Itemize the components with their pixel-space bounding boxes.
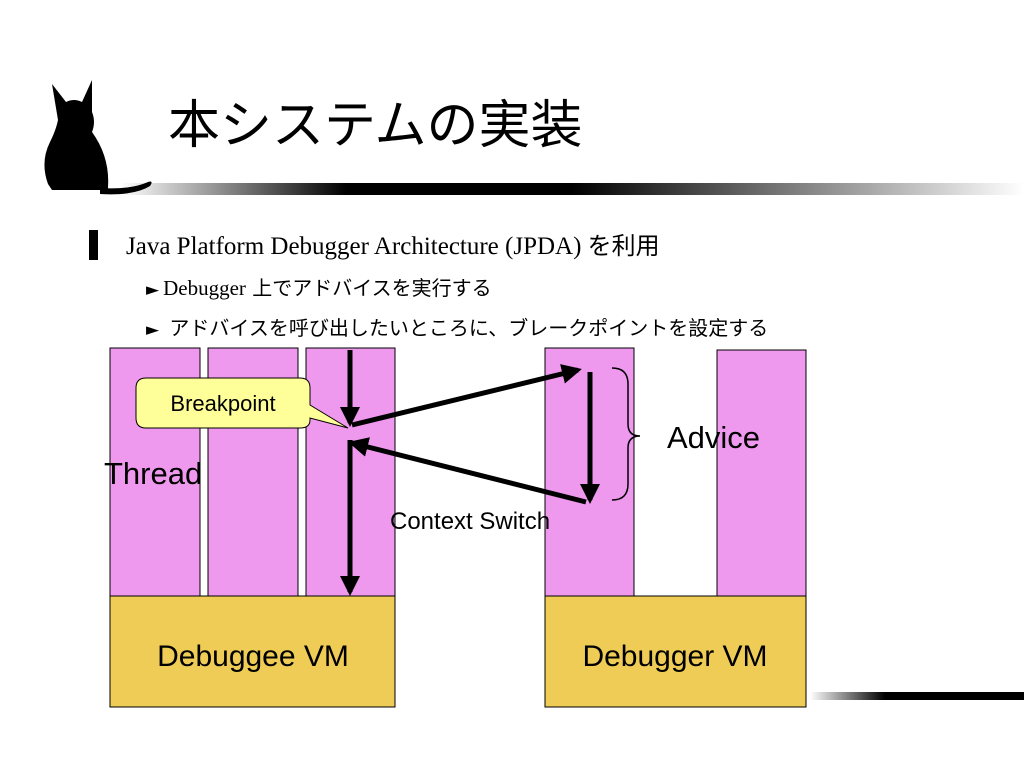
bottom-divider [810,692,1024,700]
breakpoint-callout [135,377,349,429]
slide-title: 本システムの実装 [168,96,583,156]
debugger-thread-2 [716,349,807,597]
breakpoint-label: Breakpoint [170,391,275,416]
sub-bullet-1-en: Debugger [163,276,246,300]
debugger-vm-label: Debugger VM [582,640,767,673]
sub-bullet-arrow-icon: ► [146,280,160,300]
advice-label: Advice [667,420,760,455]
sub-bullet-2: ► アドバイスを呼び出したいところに、ブレークポイントを設定する [146,312,768,341]
bullet-text-en: Java Platform Debugger Architecture (JPD… [126,233,588,260]
context-switch-label: Context Switch [390,508,550,535]
debugger-vm-box [544,595,807,708]
switch-to-debugger-arrow [351,364,582,428]
debuggee-vm-label: Debuggee VM [157,640,349,673]
sub-bullet-2-jp: アドバイスを呼び出したいところに、ブレークポイントを設定する [163,316,769,340]
bullet-text: Java Platform Debugger Architecture (JPD… [126,226,660,261]
sub-bullet-1: ►Debugger 上でアドバイスを実行する [146,272,492,301]
bullet-marker [89,230,98,260]
title-divider [120,183,1024,195]
advice-brace [611,367,641,501]
sub-bullet-arrow-icon: ► [146,320,160,340]
switch-back-arrow [348,437,587,505]
thread-label: Thread [104,456,202,491]
debuggee-vm-box [109,595,396,708]
bullet-text-jp: を利用 [587,232,660,260]
sub-bullet-1-jp: 上でアドバイスを実行する [245,276,492,300]
